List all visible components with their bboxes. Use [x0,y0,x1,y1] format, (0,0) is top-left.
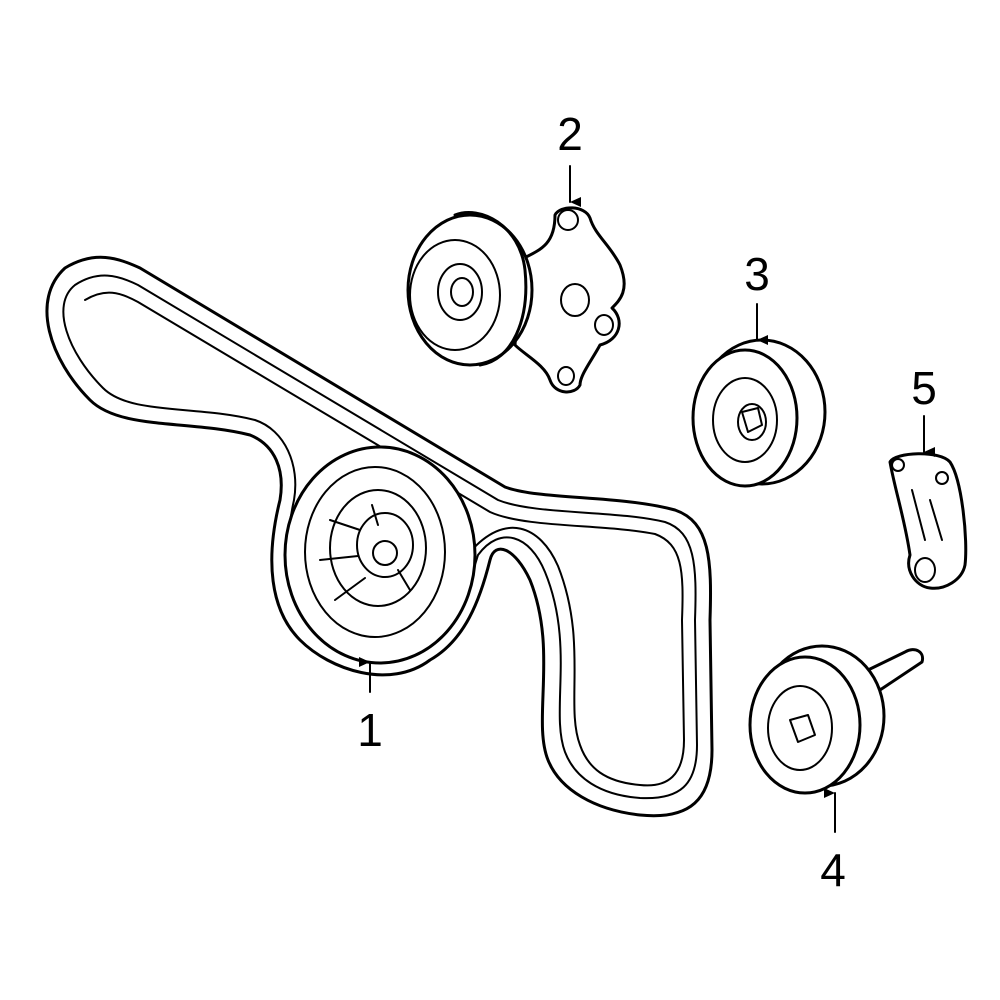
callout-2: 2 [557,108,583,207]
callout-4-label: 4 [820,844,846,896]
belt-tensioner [406,206,626,394]
callout-3-label: 3 [744,248,770,300]
callout-4: 4 [820,788,846,896]
callout-2-label: 2 [557,108,583,160]
mounting-bracket [888,452,968,590]
crank-pulley [283,445,477,665]
callout-3: 3 [744,248,770,345]
idler-pulley-with-bracket [748,644,925,795]
callout-5: 5 [911,362,937,457]
callout-1: 1 [357,657,383,756]
callout-5-label: 5 [911,362,937,414]
idler-pulley [691,338,827,488]
callout-1-label: 1 [357,704,383,756]
